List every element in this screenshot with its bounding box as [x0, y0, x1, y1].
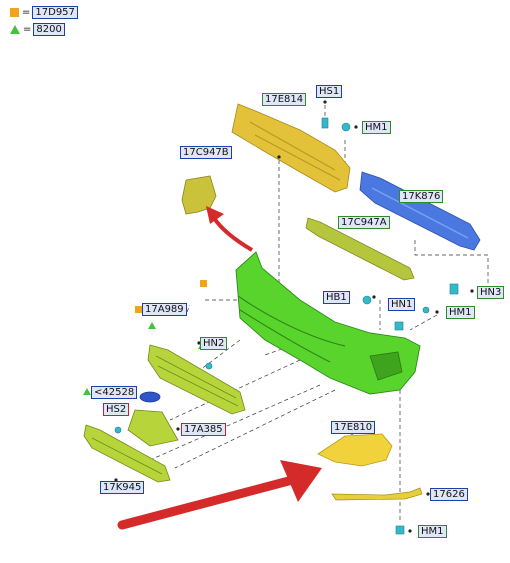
legend-equals: = [23, 23, 32, 35]
clip-hm1-bot [395, 525, 405, 535]
label-17c947b[interactable]: 17C947B [180, 146, 232, 159]
legend-square-code: 17D957 [32, 5, 78, 19]
curved-arrow-head-icon [206, 206, 224, 224]
bumper-cover [235, 251, 421, 395]
label-17k945[interactable]: 17K945 [100, 481, 145, 494]
clips [114, 117, 459, 535]
marker-square-icon [200, 280, 207, 287]
large-arrow-icon [117, 473, 305, 530]
clip-hm1-mid [422, 306, 430, 314]
marker-square-icon [135, 306, 142, 313]
label-hm1-top[interactable]: HM1 [362, 121, 391, 134]
curved-arrow-icon [212, 216, 254, 252]
absorber-upper [231, 103, 351, 193]
label-hs1[interactable]: HS1 [316, 85, 343, 98]
emblem [139, 391, 161, 403]
label-hn1[interactable]: HN1 [388, 298, 416, 311]
label-hb1[interactable]: HB1 [323, 291, 350, 304]
marker-triangle-icon [148, 322, 156, 329]
reinforcement-beam [359, 171, 481, 251]
clip-hn1 [394, 321, 404, 331]
legend-square-row: = 17D957 [10, 5, 78, 19]
clip-hn3 [449, 283, 459, 295]
legend-equals: = [22, 6, 31, 18]
bracket-17c947b [181, 175, 217, 215]
large-arrow-head-icon [280, 460, 322, 502]
label-17e814[interactable]: 17E814 [262, 93, 307, 106]
legend-triangle-code: 8200 [33, 22, 65, 36]
square-marker-icon [10, 7, 19, 17]
label-hn2[interactable]: HN2 [200, 337, 228, 350]
clip-hm1-top [341, 122, 351, 132]
lower-strip [331, 487, 423, 501]
license-plate-bracket [127, 409, 179, 447]
label-17a989[interactable]: 17A989 [142, 303, 187, 316]
label-hm1-mid[interactable]: HM1 [446, 306, 475, 319]
label-hn3[interactable]: HN3 [477, 286, 505, 299]
label-17e810[interactable]: 17E810 [331, 421, 376, 434]
lower-grille [83, 424, 171, 483]
label-17c947a[interactable]: 17C947A [338, 216, 390, 229]
clip-hn2 [205, 362, 213, 370]
label-hm1-bot[interactable]: HM1 [418, 525, 447, 538]
label-17a385[interactable]: 17A385 [181, 423, 226, 436]
legend-triangle-row: = 8200 [10, 22, 65, 36]
label-hs2[interactable]: HS2 [103, 403, 130, 416]
clip-hb1 [362, 295, 372, 305]
marker-triangle-icon [83, 388, 91, 395]
clip-hs1 [321, 117, 329, 129]
label-17626[interactable]: 17626 [430, 488, 468, 501]
upper-grille [147, 344, 246, 415]
triangle-marker-icon [10, 24, 20, 34]
label-42528[interactable]: <42528 [91, 386, 138, 399]
label-17k876[interactable]: 17K876 [399, 190, 444, 203]
fog-lamp-bezel [317, 433, 393, 467]
bracket-17c947a [305, 217, 415, 281]
clip-hs2 [114, 426, 122, 434]
